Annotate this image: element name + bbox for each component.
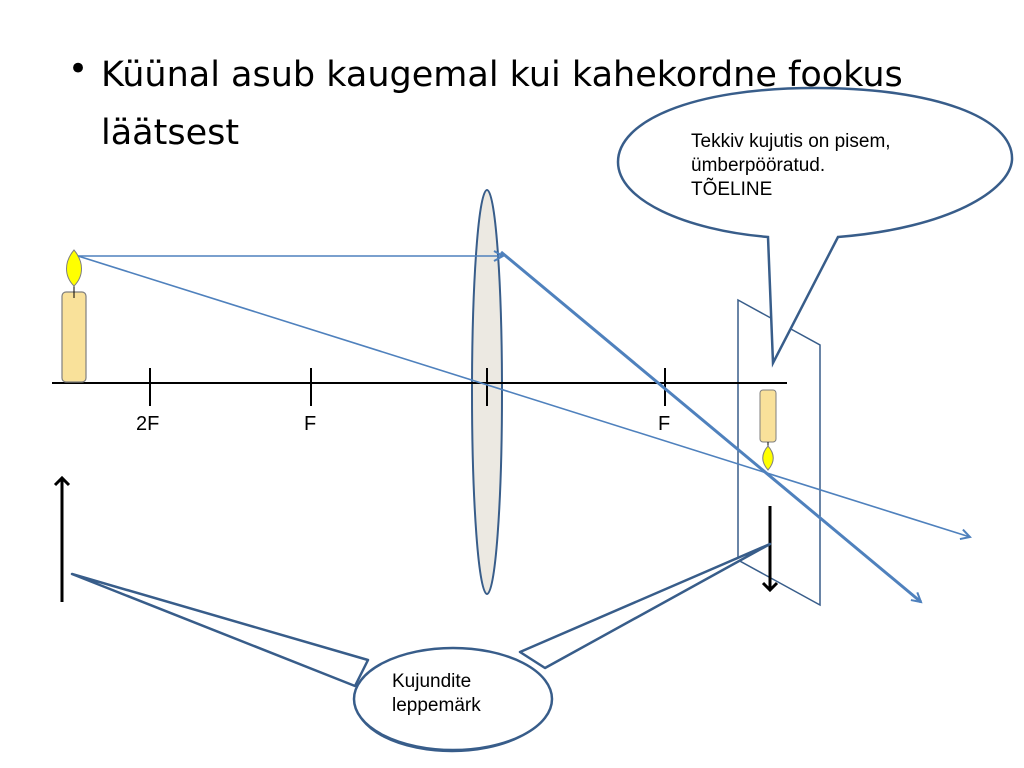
callout-legend-text: Kujundite leppemärk xyxy=(392,671,481,716)
callout-legend-bubble xyxy=(352,646,554,752)
image-candle-body xyxy=(759,389,777,443)
label-2f: 2F xyxy=(136,413,159,435)
candle-flame-icon xyxy=(66,249,82,287)
ray-through-center xyxy=(77,255,970,537)
label-f-left: F xyxy=(304,413,316,435)
callout-legend-pointer-left xyxy=(70,572,370,688)
image-screen xyxy=(737,298,821,607)
ray-refracted xyxy=(500,250,921,602)
label-f-right: F xyxy=(658,413,670,435)
callout-legend-pointer-right xyxy=(518,542,772,670)
image-flame-icon xyxy=(762,445,774,471)
callout-image-text: Tekkiv kujutis on pisem, ümberpööratud. … xyxy=(691,131,891,200)
callout-image-bubble xyxy=(616,86,1014,368)
bullet-marker: • xyxy=(68,49,89,89)
candle-body xyxy=(61,291,87,383)
